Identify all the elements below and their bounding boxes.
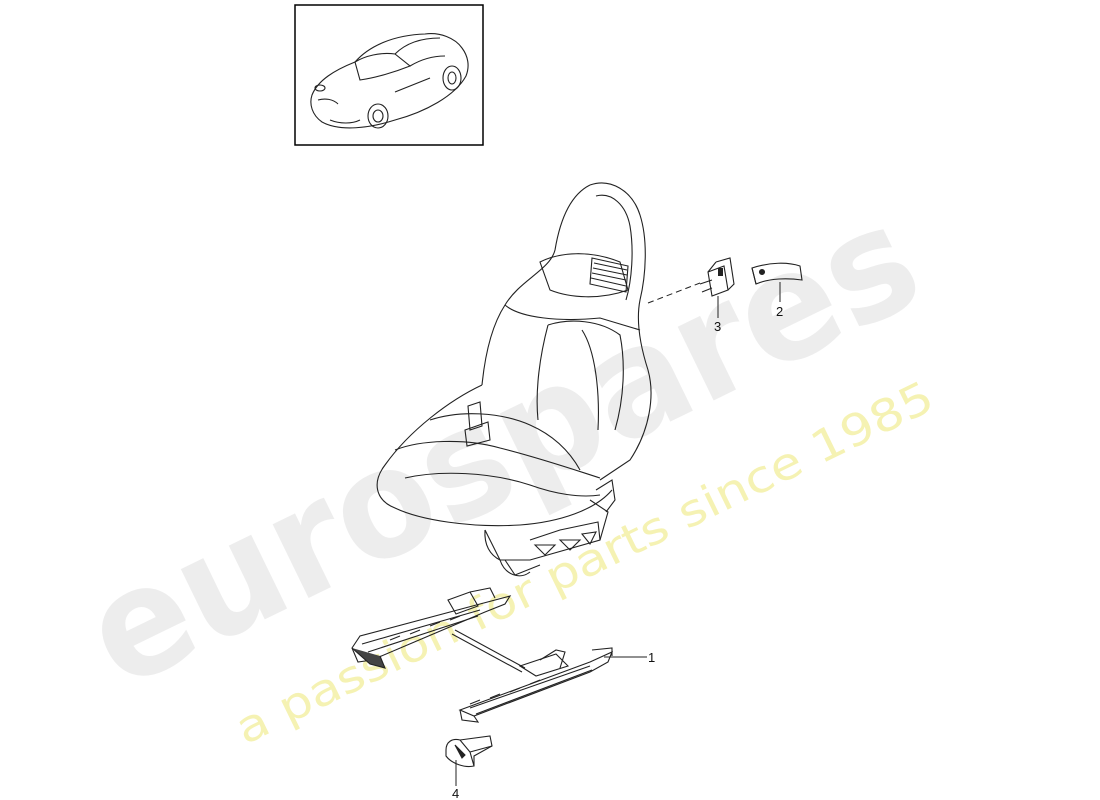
headrest-vent — [589, 257, 629, 293]
callout-3: 3 — [714, 319, 721, 334]
leader-lines — [455, 282, 781, 786]
seat-illustration — [376, 182, 652, 577]
part-3-headrest-guide — [699, 257, 735, 297]
part-2-trim-cap — [751, 262, 803, 285]
callout-2: 2 — [776, 304, 783, 319]
part-4-rail-cover — [445, 735, 493, 768]
callout-1: 1 — [648, 650, 655, 665]
part-1-seat-rail — [351, 587, 614, 723]
overview-box — [294, 4, 484, 146]
seat-base-frame — [484, 479, 616, 577]
belt-buckle — [464, 401, 491, 447]
overview-frame — [294, 4, 484, 146]
callout-numbers: 1 2 3 4 — [452, 304, 783, 800]
callout-4: 4 — [452, 786, 459, 800]
car-icon — [310, 33, 469, 129]
watermark: eurospares a passion for parts since 198… — [60, 171, 945, 754]
